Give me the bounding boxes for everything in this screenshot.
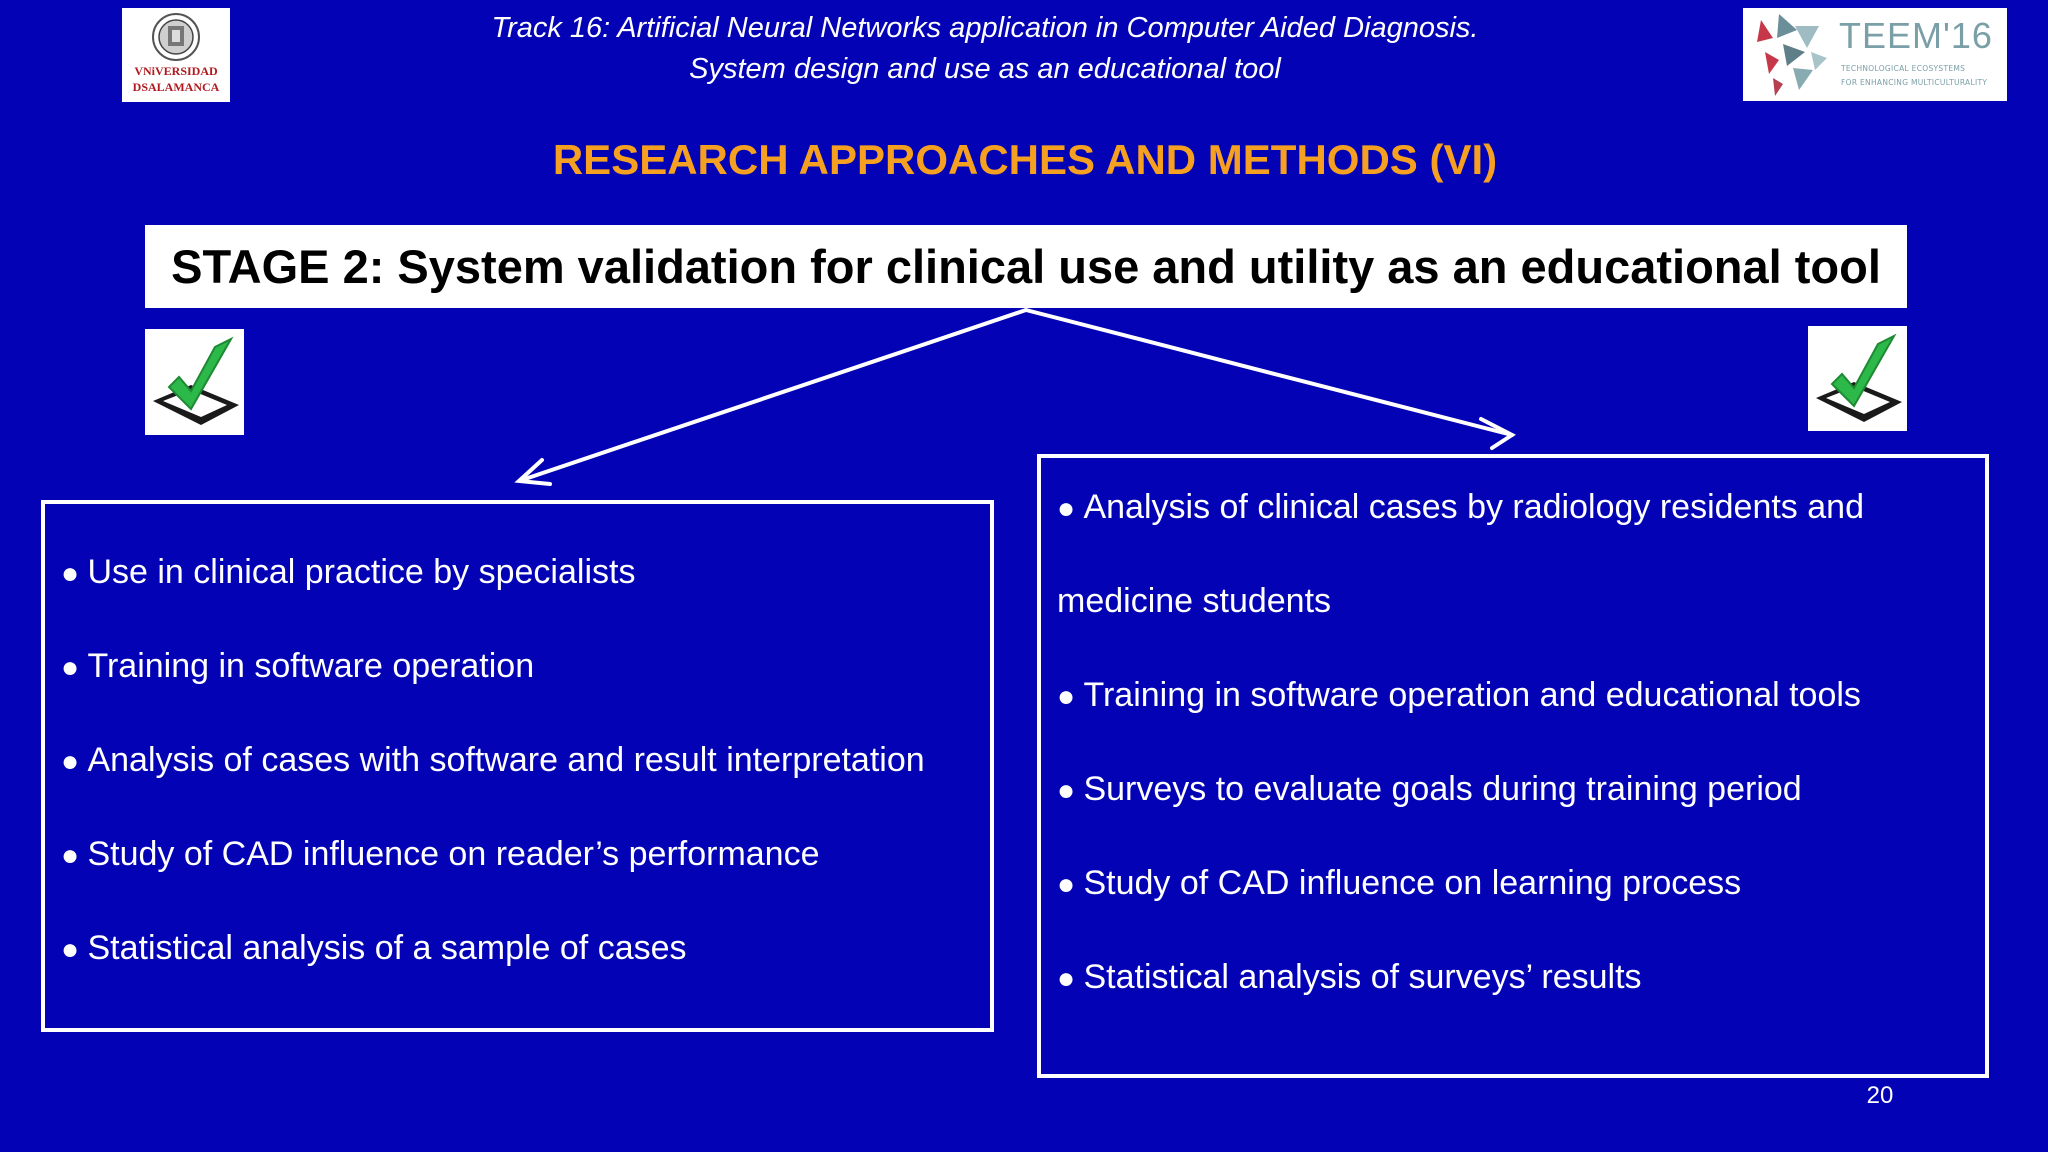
clinical-use-list: Use in clinical practice by specialists … [61, 526, 925, 996]
teem-logo-subtitle: TECHNOLOGICAL ECOSYSTEMS FOR ENHANCING M… [1841, 62, 2003, 90]
list-item: Analysis of cases with software and resu… [61, 714, 924, 808]
arrow-right [1024, 308, 1514, 437]
list-item: Analysis of clinical cases by radiology … [1057, 461, 1864, 555]
list-item: Statistical analysis of surveys’ results [1057, 931, 1864, 1025]
teem16-logo: TEEM'16 TECHNOLOGICAL ECOSYSTEMS FOR ENH… [1743, 8, 2007, 101]
track-title: Track 16: Artificial Neural Networks app… [240, 8, 1730, 90]
arrowhead-left [514, 458, 552, 486]
list-item: Study of CAD influence on reader’s perfo… [61, 808, 925, 902]
list-item: Statistical analysis of a sample of case… [61, 902, 925, 996]
list-item: Training in software operation and educa… [1057, 649, 1864, 743]
list-item-continuation: medicine students [1057, 582, 1332, 620]
universidad-salamanca-logo: VNiVERSIDAD DSALAMANCA [122, 8, 230, 102]
logo-left-line2: DSALAMANCA [132, 80, 220, 94]
logo-left-line1: VNiVERSIDAD [134, 64, 218, 78]
list-item: Surveys to evaluate goals during trainin… [1057, 743, 1864, 837]
list-item: Use in clinical practice by specialists [61, 526, 925, 620]
clinical-use-panel: Use in clinical practice by specialists … [41, 500, 994, 1032]
checkbox-check-icon [1808, 326, 1907, 431]
list-item: Study of CAD influence on learning proce… [1057, 837, 1864, 931]
stage-title: STAGE 2: System validation for clinical … [171, 240, 1881, 293]
section-title: RESEARCH APPROACHES AND METHODS (VI) [552, 136, 1498, 183]
arrow-left [520, 308, 1028, 482]
list-item: Training in software operation [61, 620, 925, 714]
teem-shards-icon [1757, 14, 1827, 96]
teem-logo-title: TEEM'16 [1839, 15, 1993, 56]
track-title-line1: Track 16: Artificial Neural Networks app… [491, 12, 1479, 44]
teem-logo-subtitle-line1: TECHNOLOGICAL ECOSYSTEMS [1841, 64, 1966, 73]
educational-tool-list: Analysis of clinical cases by radiology … [1057, 461, 1864, 1025]
educational-tool-panel: Analysis of clinical cases by radiology … [1037, 454, 1989, 1078]
page-number: 20 [1866, 1082, 1894, 1109]
arrowhead-right [1479, 417, 1516, 450]
university-seal-icon [152, 13, 200, 61]
stage-banner: STAGE 2: System validation for clinical … [145, 225, 1907, 308]
checkbox-check-icon [145, 329, 244, 435]
teem-logo-subtitle-line2: FOR ENHANCING MULTICULTURALITY [1841, 78, 1988, 87]
track-title-line2: System design and use as an educational … [689, 53, 1281, 85]
